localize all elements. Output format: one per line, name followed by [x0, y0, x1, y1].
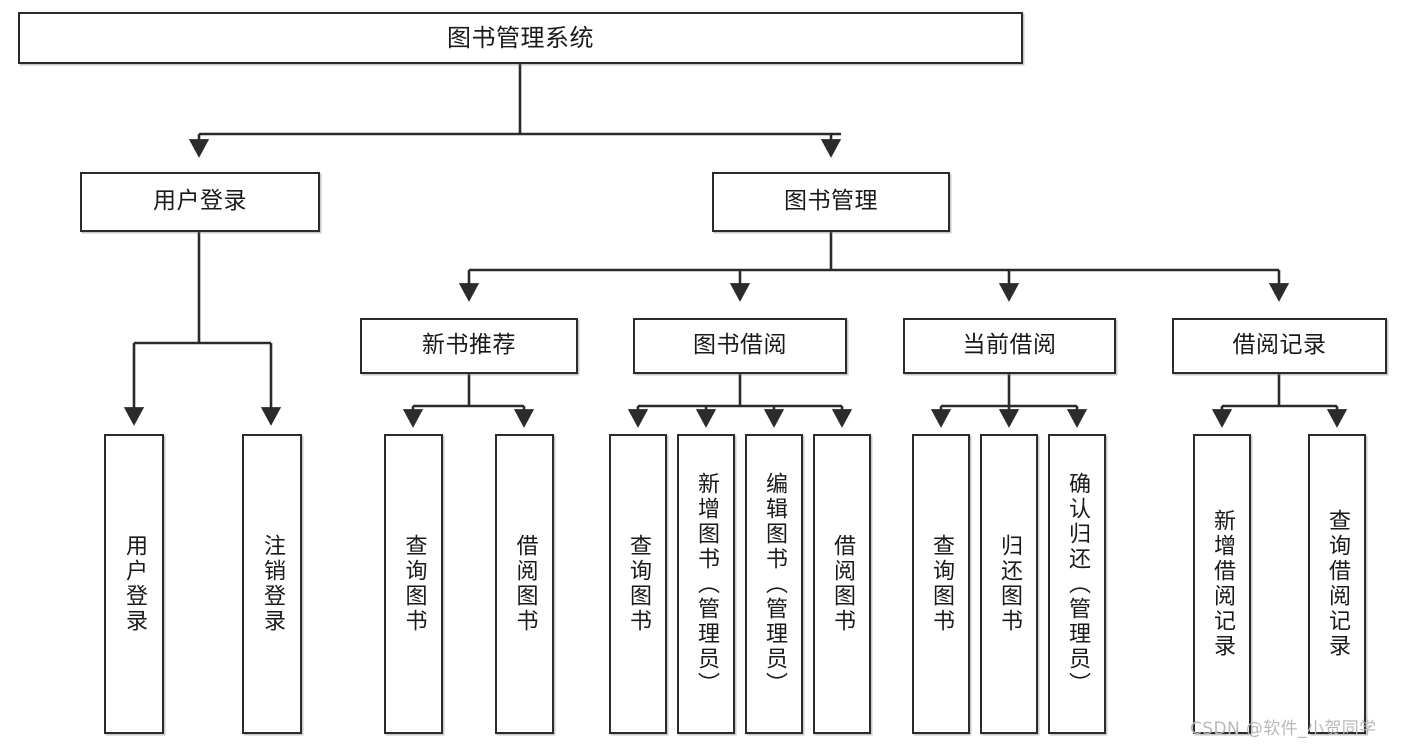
- node-leaf-user-login[interactable]: 用户登录: [104, 434, 164, 734]
- node-leaf-add-book-label: 新增图书（管理员）: [694, 471, 719, 697]
- node-leaf-borrow-book-1-label: 借阅图书: [512, 534, 538, 634]
- csdn-watermark: CSDN @软件_小贺同学: [1190, 719, 1377, 739]
- node-borrow-record-label: 借阅记录: [1232, 332, 1327, 359]
- node-leaf-logout-login-label: 注销登录: [260, 534, 285, 634]
- node-root-system[interactable]: 图书管理系统: [18, 12, 1023, 64]
- node-leaf-query-book-3-label: 查询图书: [929, 534, 954, 634]
- node-user-login-label: 用户登录: [153, 188, 247, 215]
- node-leaf-add-record-label: 新增借阅记录: [1210, 509, 1235, 659]
- node-leaf-query-record-label: 查询借阅记录: [1325, 509, 1350, 659]
- node-new-book-recommend-label: 新书推荐: [422, 332, 516, 359]
- node-leaf-query-book-3[interactable]: 查询图书: [912, 434, 970, 734]
- node-current-borrow-label: 当前借阅: [962, 332, 1057, 359]
- node-leaf-query-record[interactable]: 查询借阅记录: [1308, 434, 1366, 734]
- node-leaf-user-login-label: 用户登录: [122, 534, 147, 634]
- node-leaf-return-book[interactable]: 归还图书: [980, 434, 1038, 734]
- node-leaf-borrow-book-2-label: 借阅图书: [830, 534, 855, 634]
- node-leaf-borrow-book-2[interactable]: 借阅图书: [813, 434, 871, 734]
- node-leaf-edit-book[interactable]: 编辑图书（管理员）: [745, 434, 803, 734]
- node-leaf-logout-login[interactable]: 注销登录: [242, 434, 302, 734]
- node-book-borrow[interactable]: 图书借阅: [633, 318, 847, 374]
- node-leaf-confirm-return-label: 确认归还（管理员）: [1065, 471, 1090, 697]
- node-user-login[interactable]: 用户登录: [80, 172, 320, 232]
- node-leaf-return-book-label: 归还图书: [997, 534, 1022, 634]
- node-book-manage-label: 图书管理: [784, 188, 878, 215]
- node-root-system-label: 图书管理系统: [447, 23, 594, 52]
- node-leaf-query-book-2[interactable]: 查询图书: [609, 434, 667, 734]
- node-new-book-recommend[interactable]: 新书推荐: [360, 318, 578, 374]
- node-book-manage[interactable]: 图书管理: [712, 172, 950, 232]
- node-book-borrow-label: 图书借阅: [693, 332, 787, 359]
- node-leaf-confirm-return[interactable]: 确认归还（管理员）: [1048, 434, 1106, 734]
- node-borrow-record[interactable]: 借阅记录: [1172, 318, 1387, 374]
- node-leaf-add-record[interactable]: 新增借阅记录: [1193, 434, 1251, 734]
- node-current-borrow[interactable]: 当前借阅: [903, 318, 1116, 374]
- node-leaf-query-book-2-label: 查询图书: [626, 534, 651, 634]
- node-leaf-borrow-book-1[interactable]: 借阅图书: [495, 434, 554, 734]
- node-leaf-query-book-1[interactable]: 查询图书: [384, 434, 443, 734]
- node-leaf-query-book-1-label: 查询图书: [401, 534, 427, 634]
- node-leaf-add-book[interactable]: 新增图书（管理员）: [677, 434, 735, 734]
- node-leaf-edit-book-label: 编辑图书（管理员）: [762, 471, 787, 697]
